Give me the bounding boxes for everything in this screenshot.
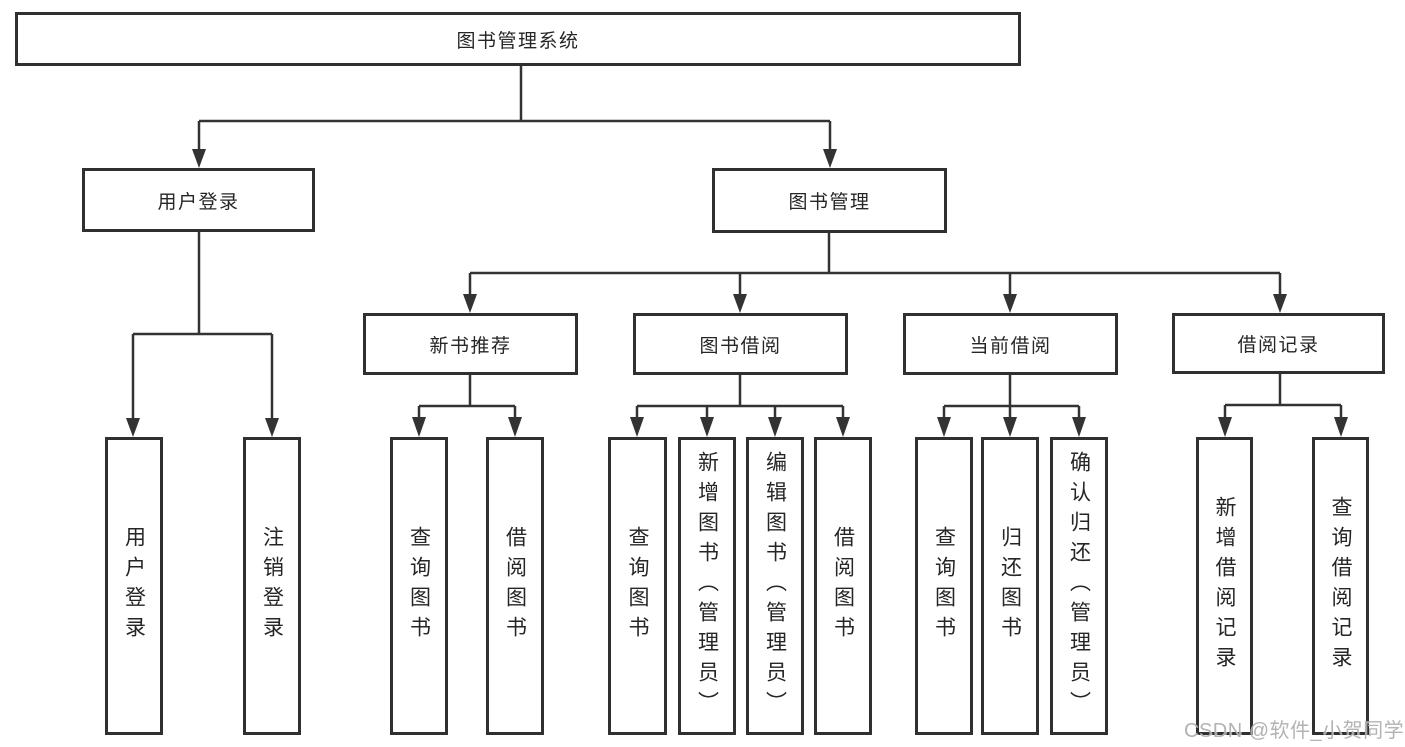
leaf-logout: 注销登录 (243, 437, 301, 735)
node-book-borrow-label: 图书借阅 (699, 335, 782, 357)
node-current-borrow-label: 当前借阅 (969, 335, 1052, 357)
node-borrow-record-label: 借阅记录 (1237, 335, 1320, 356)
leaf-query-books-recommend-label: 查询图书 (407, 526, 431, 646)
node-borrow-record: 借阅记录 (1172, 313, 1385, 374)
node-root-label: 图书管理系统 (456, 30, 580, 52)
leaf-borrow-books: 借阅图书 (814, 437, 872, 735)
node-user-login: 用户登录 (82, 168, 315, 232)
node-new-book-recommend: 新书推荐 (363, 313, 578, 375)
leaf-query-books-recommend: 查询图书 (390, 437, 448, 735)
node-book-management-label: 图书管理 (788, 192, 871, 213)
leaf-add-borrow-record: 新增借阅记录 (1196, 437, 1253, 735)
node-new-book-recommend-label: 新书推荐 (429, 335, 512, 357)
leaf-edit-book-admin-label: 编辑图书（管理员） (763, 451, 787, 721)
leaf-return-book-label: 归还图书 (998, 526, 1022, 646)
leaf-user-login: 用户登录 (105, 437, 163, 735)
leaf-add-book-admin: 新增图书（管理员） (678, 437, 736, 735)
csdn-watermark: CSDN @软件_小贺同学 (1184, 720, 1405, 742)
node-root: 图书管理系统 (15, 12, 1021, 66)
leaf-add-book-admin-label: 新增图书（管理员） (695, 451, 719, 721)
leaf-add-borrow-record-label: 新增借阅记录 (1213, 496, 1236, 676)
leaf-query-books-current-label: 查询图书 (932, 526, 956, 646)
leaf-query-borrow-record-label: 查询借阅记录 (1329, 496, 1352, 676)
node-user-login-label: 用户登录 (157, 191, 240, 213)
node-book-management: 图书管理 (712, 168, 947, 233)
leaf-borrow-books-label: 借阅图书 (831, 526, 855, 646)
leaf-query-books-borrow-label: 查询图书 (626, 526, 649, 646)
leaf-query-books-borrow: 查询图书 (608, 437, 667, 735)
leaf-confirm-return-admin-label: 确认归还（管理员） (1067, 451, 1091, 721)
leaf-borrow-books-recommend: 借阅图书 (486, 437, 544, 735)
leaf-confirm-return-admin: 确认归还（管理员） (1050, 437, 1108, 735)
arrowheads (126, 149, 1348, 437)
leaf-user-login-label: 用户登录 (122, 526, 146, 646)
node-current-borrow: 当前借阅 (903, 313, 1118, 375)
node-book-borrow: 图书借阅 (633, 313, 848, 375)
leaf-return-book: 归还图书 (981, 437, 1039, 735)
leaf-query-books-current: 查询图书 (915, 437, 973, 735)
leaf-logout-label: 注销登录 (260, 526, 284, 646)
leaf-edit-book-admin: 编辑图书（管理员） (746, 437, 804, 735)
leaf-query-borrow-record: 查询借阅记录 (1312, 437, 1369, 735)
leaf-borrow-books-recommend-label: 借阅图书 (503, 526, 527, 646)
